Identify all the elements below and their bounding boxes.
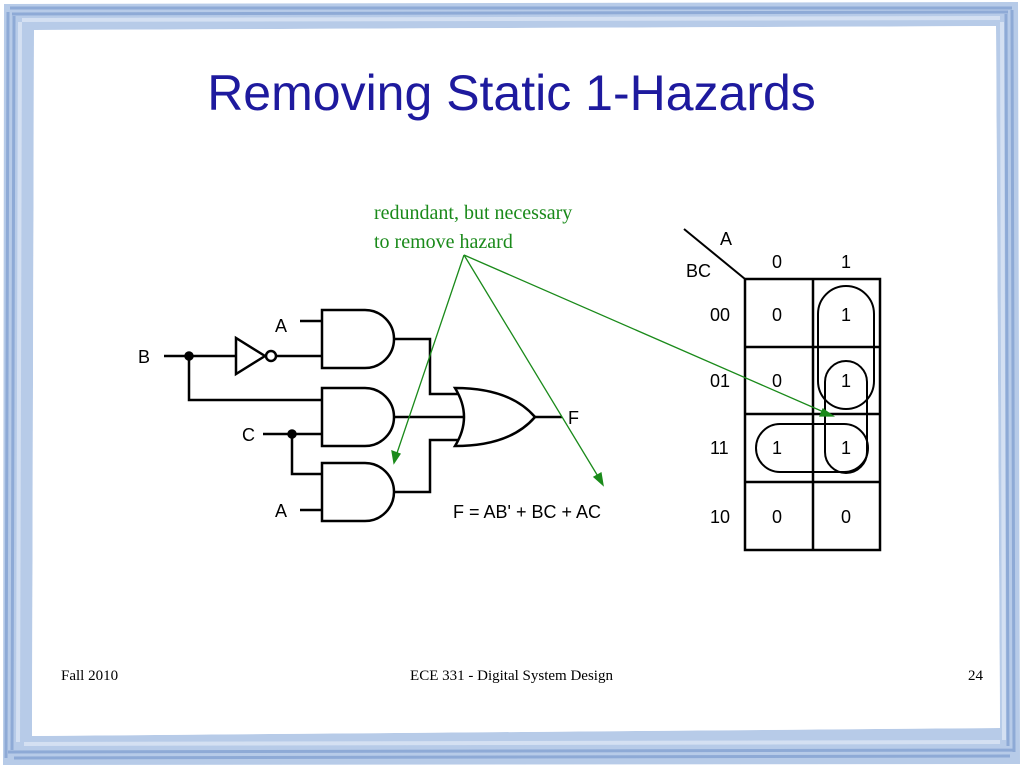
arrow-to-equation bbox=[463, 254, 600, 479]
wire-and3-or bbox=[394, 438, 465, 494]
footer-course: ECE 331 - Digital System Design bbox=[410, 668, 613, 684]
arrow-head bbox=[391, 449, 401, 465]
label-input-c: C bbox=[242, 425, 255, 445]
kmap-row-header: 11 bbox=[710, 438, 729, 458]
not-gate bbox=[234, 335, 268, 377]
kmap-cell: 0 bbox=[841, 507, 851, 527]
kmap-var-col: A bbox=[720, 229, 732, 249]
label-input-a-bottom: A bbox=[275, 501, 287, 521]
kmap-cell: 0 bbox=[772, 507, 782, 527]
kmap-var-row: BC bbox=[686, 261, 711, 281]
kmap-cell: 1 bbox=[772, 438, 782, 458]
arrow-to-and3 bbox=[395, 254, 465, 457]
arrow-head bbox=[592, 471, 604, 487]
kmap-group-bc bbox=[755, 423, 869, 473]
annotation-line-1: redundant, but necessary bbox=[374, 202, 573, 224]
arrow-to-kmap bbox=[463, 254, 827, 414]
kmap-group-ac bbox=[824, 360, 868, 474]
logic-circuit bbox=[164, 308, 562, 523]
karnaugh-map: A BC 0 1 00 01 11 10 0 1 0 bbox=[683, 228, 882, 552]
not-gate-bubble bbox=[264, 349, 278, 363]
footer-date: Fall 2010 bbox=[61, 668, 119, 684]
label-input-a-top: A bbox=[275, 316, 287, 336]
and-gate-2 bbox=[320, 386, 396, 448]
label-output-f: F bbox=[568, 408, 579, 428]
wire-c-and3 bbox=[290, 434, 322, 476]
or-gate bbox=[452, 386, 537, 448]
footer-page-number: 24 bbox=[968, 668, 983, 684]
and-gate-3 bbox=[320, 461, 396, 523]
arrow-head bbox=[819, 408, 836, 417]
annotation-arrows bbox=[391, 254, 836, 487]
boolean-equation: F = AB' + BC + AC bbox=[453, 502, 601, 522]
slide-title: Removing Static 1-Hazards bbox=[207, 65, 816, 121]
wire-and1-or bbox=[394, 337, 465, 396]
kmap-group-ab-prime bbox=[817, 285, 875, 410]
kmap-cell: 0 bbox=[772, 305, 782, 325]
wire-b-and2 bbox=[187, 356, 322, 402]
label-input-b: B bbox=[138, 347, 150, 367]
kmap-cell: 1 bbox=[841, 371, 851, 391]
kmap-cell: 0 bbox=[772, 371, 782, 391]
hazard-annotation: redundant, but necessary to remove hazar… bbox=[374, 199, 572, 257]
kmap-cell: 1 bbox=[841, 438, 851, 458]
and-gate-1 bbox=[320, 308, 396, 370]
kmap-cell: 1 bbox=[841, 305, 851, 325]
annotation-line-2: to remove hazard bbox=[374, 231, 513, 253]
kmap-col-header: 0 bbox=[772, 252, 782, 272]
kmap-row-header: 10 bbox=[710, 507, 730, 527]
kmap-col-header: 1 bbox=[841, 252, 851, 272]
kmap-row-header: 01 bbox=[710, 371, 730, 391]
kmap-row-header: 00 bbox=[710, 305, 730, 325]
kmap-diagonal bbox=[683, 228, 746, 280]
